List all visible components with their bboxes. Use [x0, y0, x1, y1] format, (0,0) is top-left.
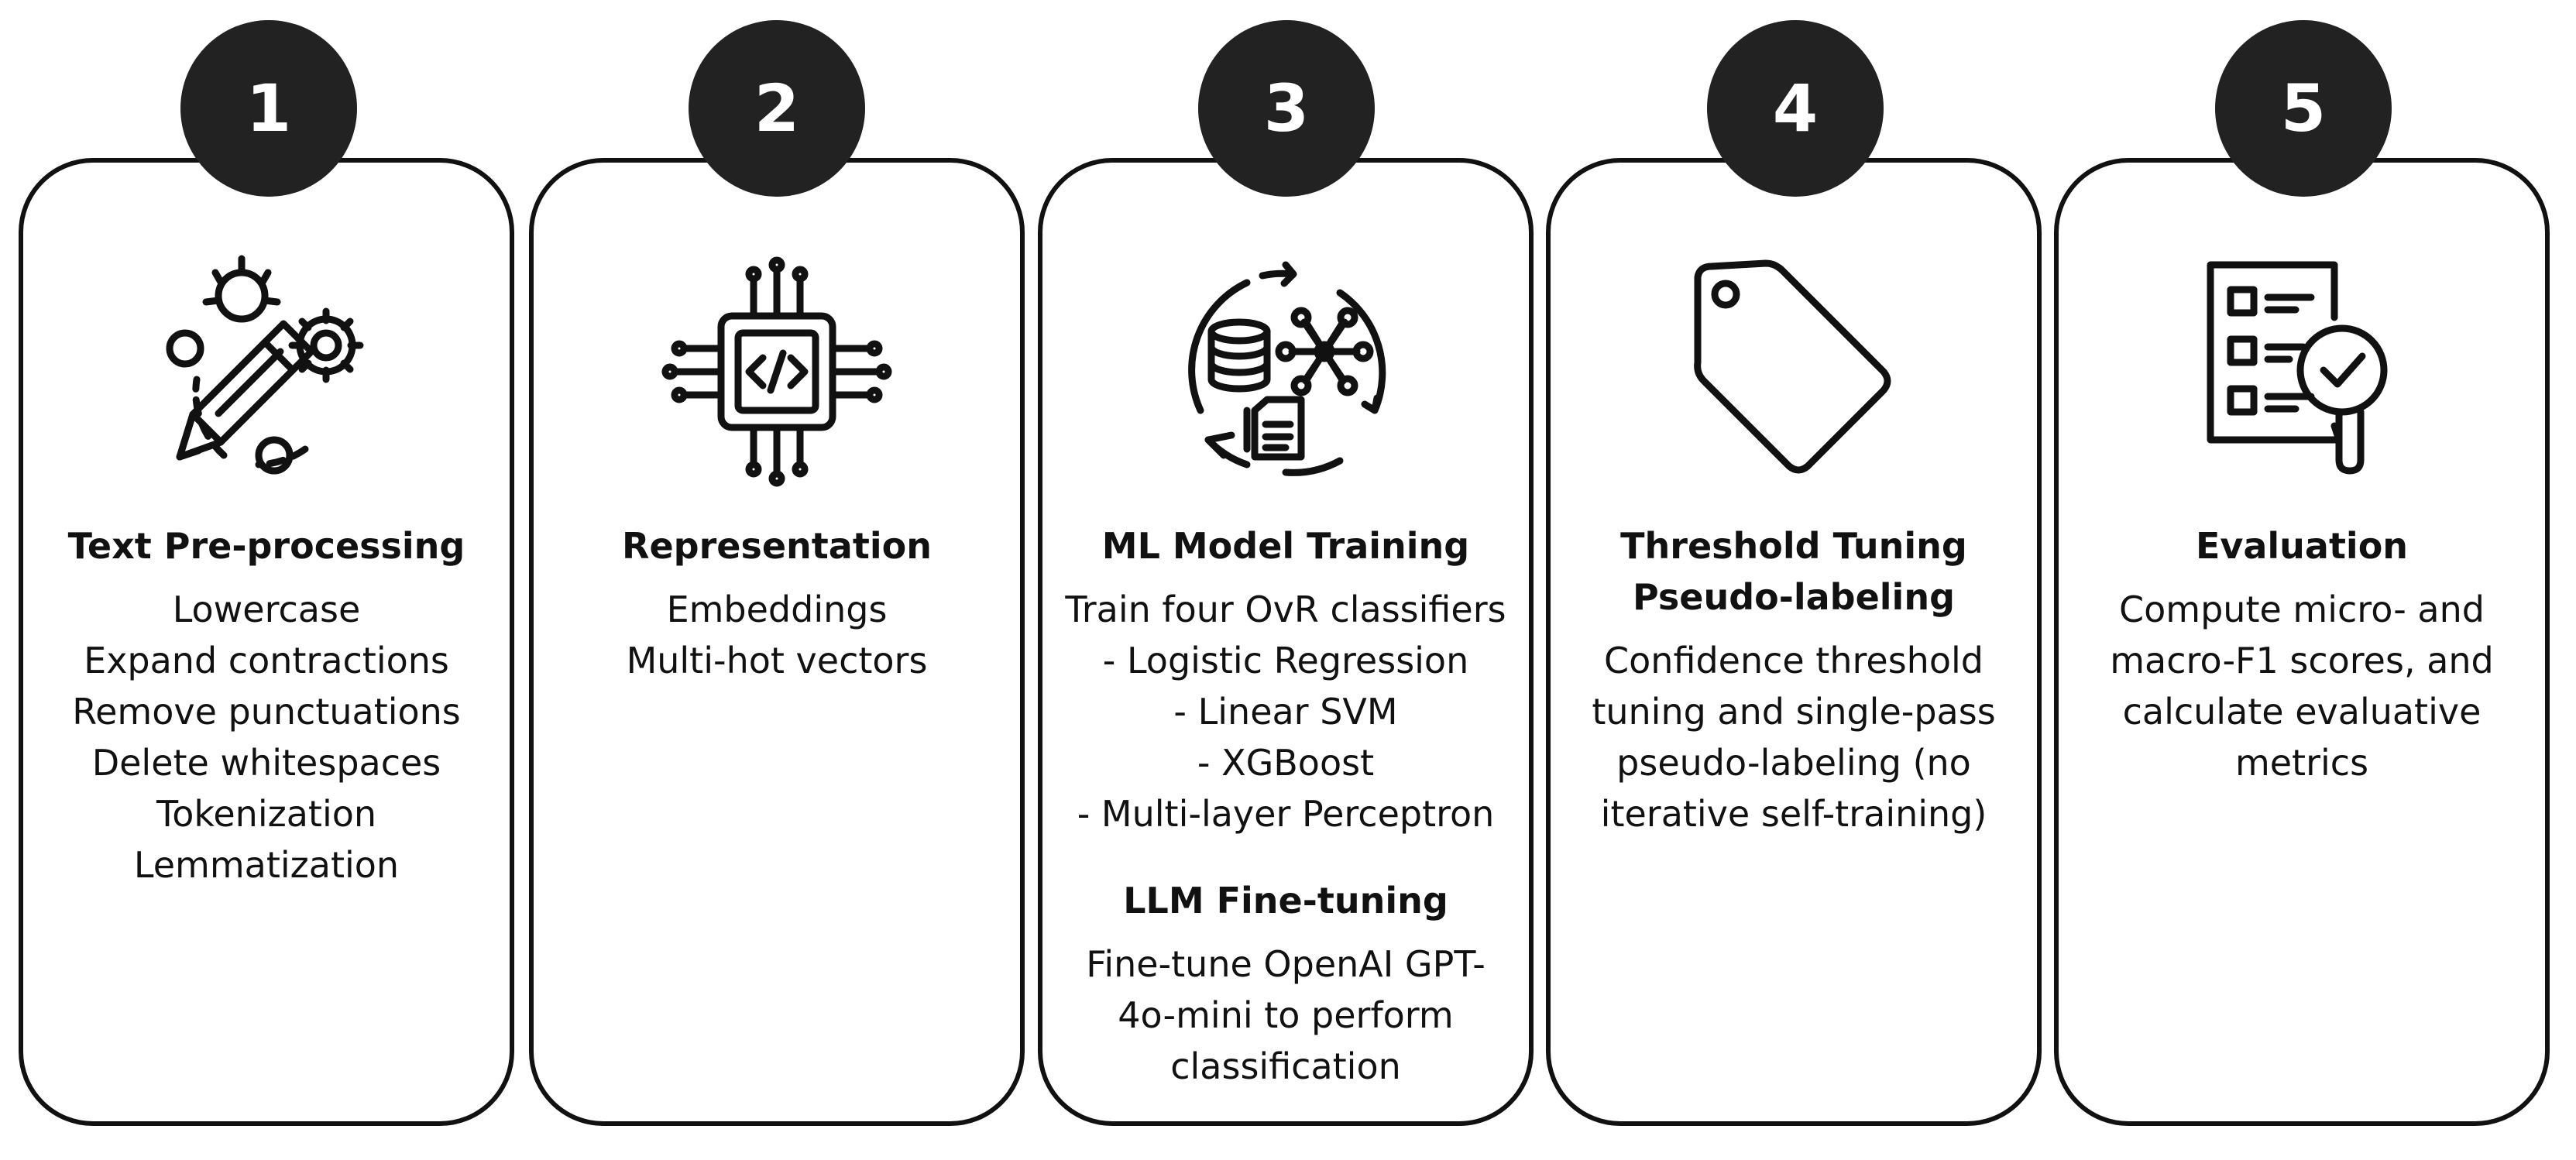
step-title: Representation: [622, 525, 932, 567]
step-item: Expand contractions: [84, 640, 449, 681]
step-title: Text Pre-processing: [67, 525, 465, 567]
step-item: calculate evaluative: [2122, 691, 2482, 733]
step-item: metrics: [2234, 742, 2369, 784]
step-item: Embeddings: [666, 589, 888, 630]
step-item: pseudo-labeling (no: [1616, 742, 1971, 784]
data-cycle-icon: [1170, 256, 1402, 488]
step-item: Train four OvR classifiers: [1065, 589, 1506, 630]
step-card-3: [1038, 158, 1534, 1126]
tag-icon: [1681, 256, 1913, 488]
step-subitem: 4o-mini to perform: [1118, 994, 1454, 1036]
step-item: Remove punctuations: [72, 691, 461, 733]
step-card-4: [1546, 158, 2042, 1126]
step-item: Compute micro- and: [2119, 589, 2485, 630]
step-item: Confidence threshold: [1604, 640, 1984, 681]
step-number-badge: 1: [180, 20, 357, 197]
step-item: Multi-hot vectors: [626, 640, 928, 681]
step-item: Lemmatization: [133, 844, 400, 886]
step-number-badge: 4: [1707, 20, 1884, 197]
step-4-text: Threshold Tuning Pseudo-labeling Confide…: [1546, 520, 2042, 839]
step-title: ML Model Training: [1101, 525, 1470, 567]
step-title-line: Threshold Tuning: [1620, 525, 1967, 567]
step-item: - Multi-layer Perceptron: [1077, 793, 1495, 835]
checklist-magnifier-icon: [2187, 256, 2420, 488]
step-item: macro-F1 scores, and: [2110, 640, 2494, 681]
step-item: - Linear SVM: [1173, 691, 1398, 733]
step-subitem: Fine-tune OpenAI GPT-: [1086, 943, 1485, 985]
step-title: Evaluation: [2195, 525, 2409, 567]
gears-pencil-icon: [150, 255, 383, 488]
step-2-text: Representation Embeddings Multi-hot vect…: [529, 520, 1025, 686]
step-item: iterative self-training): [1600, 793, 1987, 835]
step-item: Tokenization: [156, 793, 377, 835]
step-number-badge: 2: [689, 20, 865, 197]
step-subitem: classification: [1170, 1045, 1401, 1087]
step-item: Delete whitespaces: [91, 742, 441, 784]
step-number-badge: 5: [2215, 20, 2392, 197]
step-item: - XGBoost: [1197, 742, 1375, 784]
step-5-text: Evaluation Compute micro- and macro-F1 s…: [2054, 520, 2550, 788]
step-item: tuning and single-pass: [1592, 691, 1996, 733]
step-1-text: Text Pre-processing Lowercase Expand con…: [19, 520, 514, 891]
chip-code-icon: [661, 256, 893, 488]
step-title-line: Pseudo-labeling: [1633, 576, 1955, 618]
step-3-text: ML Model Training Train four OvR classif…: [1038, 520, 1534, 1092]
step-card-5: [2054, 158, 2550, 1126]
step-card-1: [19, 158, 514, 1126]
step-subtitle: LLM Fine-tuning: [1123, 880, 1448, 921]
step-item: Lowercase: [172, 589, 361, 630]
step-item: - Logistic Regression: [1102, 640, 1469, 681]
step-number-badge: 3: [1198, 20, 1375, 197]
